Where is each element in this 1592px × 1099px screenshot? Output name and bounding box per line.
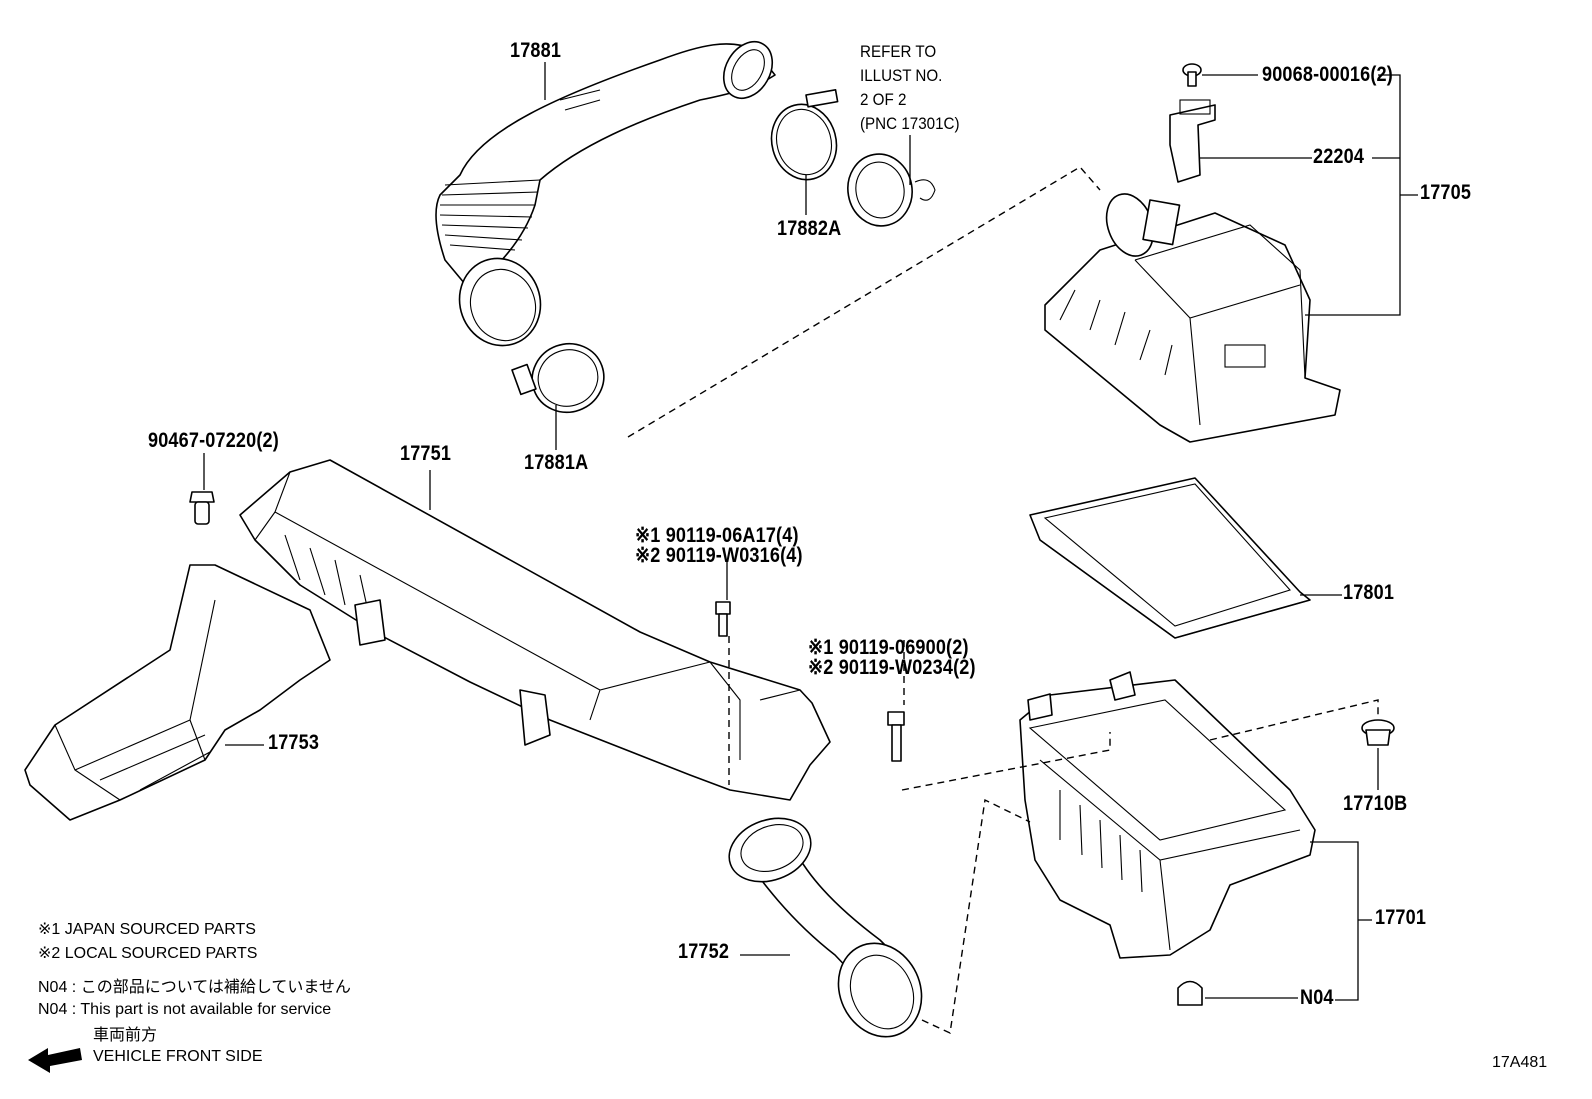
screw-90068 — [1182, 63, 1202, 87]
refer-line-2: ILLUST NO. — [860, 67, 943, 85]
grommet-17710b — [1361, 719, 1395, 746]
label-17753: 17753 — [268, 731, 320, 754]
intake-inlet-17753 — [24, 564, 331, 821]
leader-22204-17705 — [1200, 157, 1418, 196]
label-90068: 90068-00016(2) — [1262, 63, 1393, 86]
air-intake-duct-17751 — [239, 459, 831, 801]
label-17751: 17751 — [400, 442, 452, 465]
label-17701: 17701 — [1375, 906, 1427, 929]
diagram-id: 17A481 — [1492, 1054, 1548, 1071]
label-n04: N04 — [1300, 986, 1334, 1009]
hose-clamp-17882a — [770, 88, 839, 181]
refer-line-1: REFER TO — [860, 43, 937, 61]
bolt-90119-a — [715, 601, 731, 637]
intake-hose-17881 — [435, 40, 776, 347]
label-17801: 17801 — [1343, 581, 1395, 604]
label-17752: 17752 — [678, 940, 730, 963]
front-arrow-icon — [28, 1048, 82, 1073]
label-17881: 17881 — [510, 39, 562, 62]
label-90467: 90467-07220(2) — [148, 429, 279, 452]
clip-90467 — [189, 491, 215, 525]
dashed-link-elbow-case — [921, 798, 1031, 1035]
label-22204: 22204 — [1313, 145, 1365, 168]
note-n04-jp: N04 : この部品については補給していません — [38, 979, 351, 996]
elbow-hose-17752 — [728, 817, 923, 1038]
air-filter-element-17801 — [1029, 477, 1311, 639]
label-bolts-a-1: ※1 90119-06A17(4) — [635, 524, 799, 547]
air-flow-sensor-22204 — [1169, 99, 1216, 183]
note-japan-sourced: ※1 JAPAN SOURCED PARTS — [38, 921, 256, 938]
note-n04-en: N04 : This part is not available for ser… — [38, 1001, 332, 1018]
drain-n04 — [1177, 980, 1203, 1006]
refer-coupling — [847, 153, 936, 227]
label-17710b: 17710B — [1343, 792, 1408, 815]
dashed-link-grommet — [1209, 699, 1379, 741]
leader-17701 — [1310, 841, 1372, 1001]
air-cleaner-case-17701 — [1019, 671, 1316, 959]
label-17882a: 17882A — [777, 217, 842, 240]
refer-line-3: 2 OF 2 — [860, 91, 907, 109]
air-cleaner-cap-17705 — [1044, 193, 1341, 443]
note-front-en: VEHICLE FRONT SIDE — [93, 1048, 263, 1065]
label-bolts-b-2: ※2 90119-W0234(2) — [808, 656, 976, 679]
label-17705: 17705 — [1420, 181, 1472, 204]
label-17881a: 17881A — [524, 451, 589, 474]
dashed-link-hose-cap — [627, 166, 1101, 438]
note-front-jp: 車両前方 — [93, 1027, 158, 1044]
label-bolts-b-1: ※1 90119-06900(2) — [808, 636, 969, 659]
hose-clamp-17881a — [511, 342, 605, 414]
note-local-sourced: ※2 LOCAL SOURCED PARTS — [38, 945, 258, 962]
label-bolts-a-2: ※2 90119-W0316(4) — [635, 544, 803, 567]
bolt-90119-b — [887, 711, 905, 762]
refer-line-4: (PNC 17301C) — [860, 115, 960, 133]
